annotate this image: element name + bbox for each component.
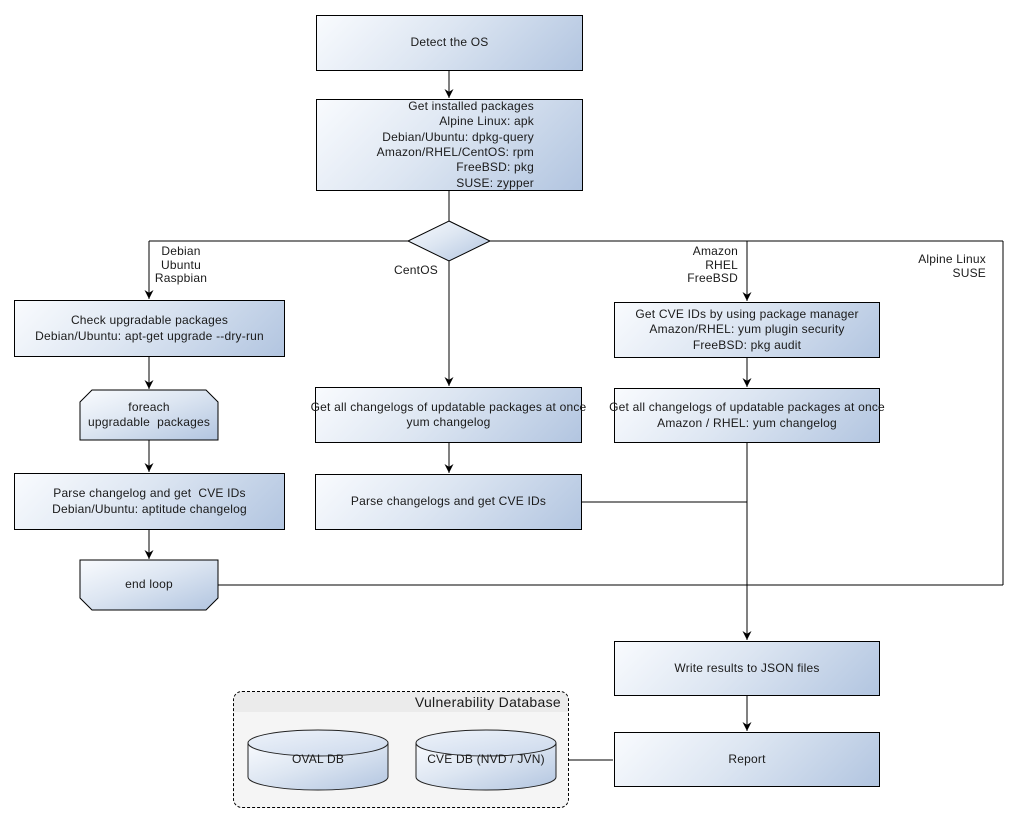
node-line: Alpine Linux: apk [439,114,534,129]
node-line: Check upgradable packages [70,313,229,327]
node-line: Parse changelogs and get CVE IDs [350,494,547,509]
node-write-results-json: Write results to JSON files [614,641,880,696]
node-parse-changelog-debian: Parse changelog and get CVE IDs Debian/U… [14,473,285,530]
node-line: Debian/Ubuntu: apt-get upgrade --dry-run [35,328,264,343]
node-line: Amazon/RHEL/CentOS: rpm [376,145,534,159]
branch-label-alpine: Alpine Linux SUSE [918,252,986,280]
node-line: Amazon / RHEL: yum changelog [657,415,837,430]
vulnerability-database-title: Vulnerability Database [414,694,561,710]
node-foreach-loop-label: foreach upgradable packages [80,390,218,440]
node-line: Get all changelogs of updatable packages… [310,399,587,414]
node-line: Debian/Ubuntu: aptitude changelog [52,501,247,516]
node-get-changelogs-amazon: Get all changelogs of updatable packages… [609,388,885,443]
node-end-loop-label: end loop [80,560,218,610]
node-get-changelogs-centos: Get all changelogs of updatable packages… [311,387,586,443]
branch-label-amazon: Amazon RHEL FreeBSD [687,244,738,285]
node-line: foreach [128,399,170,414]
node-parse-changelogs-centos: Parse changelogs and get CVE IDs [315,474,582,530]
node-line: Get installed packages [408,99,534,114]
cve-db-label: CVE DB (NVD / JVN) [416,738,556,782]
node-report: Report [614,732,880,787]
node-line: Get all changelogs of updatable packages… [609,400,885,414]
node-get-installed-packages: Get installed packages Alpine Linux: apk… [316,99,583,191]
node-line: FreeBSD: pkg [456,160,534,175]
node-detect-os-label: Detect the OS [410,35,489,50]
node-line: CVE DB (NVD / JVN) [427,752,545,767]
node-line: upgradable packages [87,415,211,429]
node-line: end loop [125,577,173,592]
node-line: Report [728,751,766,766]
node-line: Parse changelog and get CVE IDs [53,486,246,500]
node-line: FreeBSD: pkg audit [692,337,802,352]
node-check-upgradable-packages: Check upgradable packages Debian/Ubuntu:… [14,300,285,357]
node-get-cve-ids-package-manager: Get CVE IDs by using package manager Ama… [614,302,880,358]
vulnerability-database-title-band: Vulnerability Database [234,692,568,713]
node-line: Debian/Ubuntu: dpkg-query [382,129,534,144]
node-line: SUSE: zypper [456,175,534,190]
branch-label-centos: CentOS [394,263,438,277]
node-line: Amazon/RHEL: yum plugin security [649,322,845,337]
node-line: yum changelog [406,415,491,429]
node-line: OVAL DB [291,752,345,767]
os-decision-diamond [406,220,492,262]
node-detect-os: Detect the OS [316,15,583,71]
branch-label-debian: Debian Ubuntu Raspbian [154,244,208,285]
node-line: Get CVE IDs by using package manager [635,306,859,321]
node-line: Write results to JSON files [674,660,820,675]
oval-db-label: OVAL DB [248,738,388,782]
